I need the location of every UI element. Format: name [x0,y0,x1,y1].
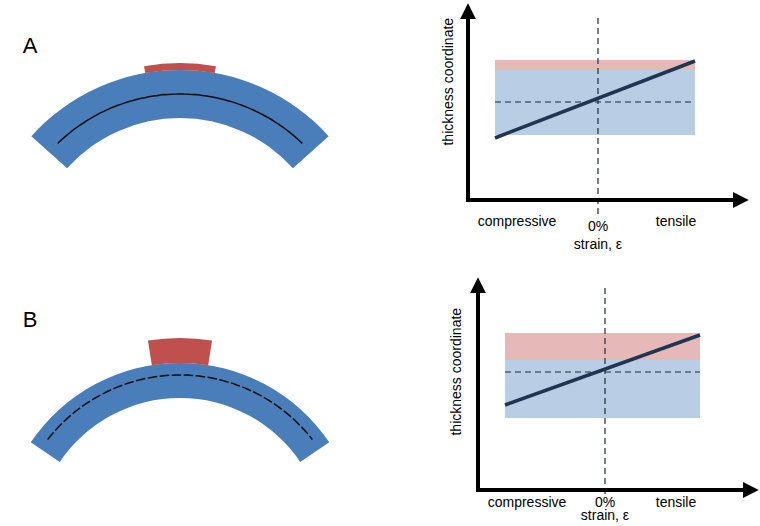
strain-chart-a [466,16,736,214]
tick-label: tensile [656,495,696,510]
y-axis [476,290,480,490]
x-axis [466,198,736,202]
x-axis [476,488,746,492]
film-band [495,60,695,70]
strain-chart-b [476,288,746,494]
axis-title: strain, ε [581,508,629,523]
neutral-axis [58,94,303,143]
axis-title: thickness coordinate [441,18,456,146]
axis-title: strain, ε [574,237,622,252]
tick-label: compressive [488,495,567,510]
neutral-axis-line [495,101,695,102]
panel-letter: B [23,308,38,332]
tick-label: 0% [588,219,608,234]
thin-film [144,63,216,73]
strain-profile [505,335,700,405]
substrate [31,363,329,462]
thick-film [148,338,212,365]
panel-letter: A [23,34,38,58]
axis-title: thickness coordinate [449,308,464,436]
neutral-axis [48,375,313,440]
tick-label: compressive [478,214,557,229]
zero-strain-line [597,18,598,214]
zero-strain-line [604,288,605,494]
strain-profile [495,61,695,138]
y-axis [466,16,470,200]
substrate [31,70,328,168]
tick-label: tensile [656,214,696,229]
